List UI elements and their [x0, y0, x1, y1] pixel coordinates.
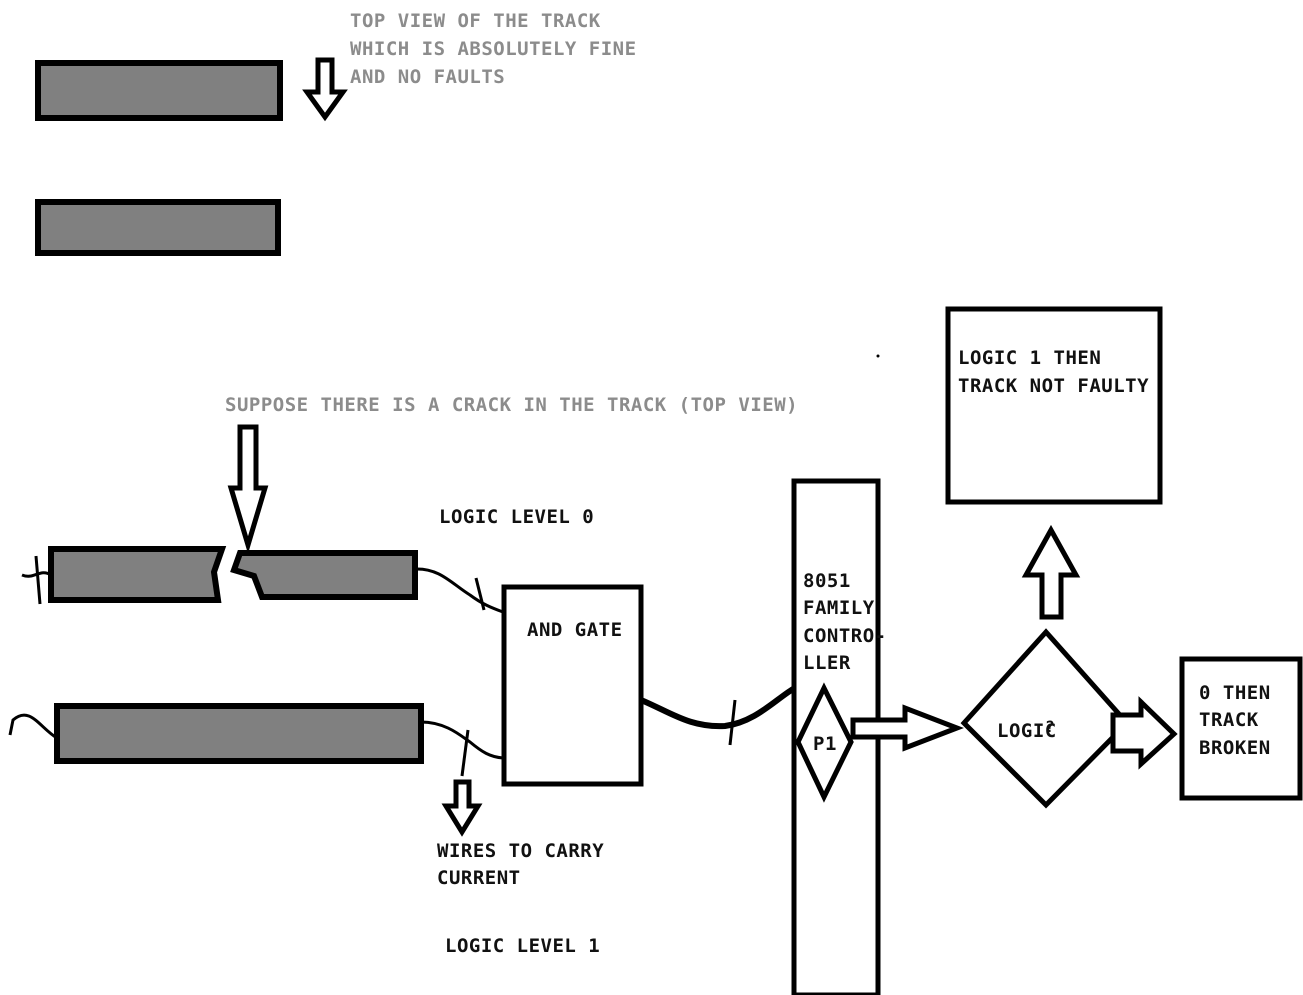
and-gate-output-wire [639, 686, 795, 730]
output-wire-kink [728, 699, 737, 746]
port-p1-diamond [795, 682, 854, 803]
top-view-label-line-2: WHICH IS ABSOLUTELY FINE [350, 38, 637, 60]
outcome-broken-box [1179, 656, 1303, 801]
outcome-not-faulty-line-2: TRACK NOT FAULTY [958, 375, 1149, 397]
healthy-track-rail-2 [35, 199, 281, 256]
wire-left-stub [34, 555, 42, 605]
wire-to-and-gate-bottom [420, 720, 504, 760]
outcome-not-faulty-line-1: LOGIC 1 THEN [958, 347, 1101, 369]
outcome-broken-line-2: TRACK [1199, 709, 1259, 731]
wire-to-and-gate-top [414, 567, 504, 614]
up-arrow-icon [1021, 524, 1081, 620]
cracked-rail-left-piece [48, 546, 227, 603]
logic-decision-diamond [960, 628, 1131, 809]
port-p1-label: P1 [813, 733, 837, 755]
intact-rail [54, 703, 424, 764]
controller-label-line-2: FAMILY [803, 597, 875, 619]
controller-label-line-1: 8051 [803, 570, 851, 592]
logic-level-1-label: LOGIC LEVEL 1 [445, 935, 600, 957]
and-gate-box [501, 584, 644, 787]
wire-left-end-bottom [8, 713, 58, 740]
top-view-label-line-1: TOP VIEW OF THE TRACK [350, 10, 601, 32]
outcome-broken-line-1: 0 THEN [1199, 682, 1271, 704]
decision-label: LOGIC [997, 720, 1057, 742]
stray-dot [876, 354, 880, 358]
outcome-broken-line-3: BROKEN [1199, 737, 1271, 759]
right-arrow-icon [850, 704, 964, 752]
controller-label-line-4: LLER [803, 652, 851, 674]
crack-label: SUPPOSE THERE IS A CRACK IN THE TRACK (T… [225, 394, 798, 416]
wires-label-line-1: WIRES TO CARRY [437, 840, 604, 862]
crack-pointer-arrow-icon [227, 424, 269, 554]
healthy-track-rail-1 [35, 60, 283, 121]
decision-question-mark: ? [1045, 717, 1055, 736]
logic-level-0-label: LOGIC LEVEL 0 [439, 506, 594, 528]
wires-down-arrow-icon [441, 779, 483, 837]
and-gate-label: AND GATE [527, 619, 623, 641]
controller-label-line-3: CONTRO- [803, 625, 887, 647]
wires-label-line-2: CURRENT [437, 867, 521, 889]
down-arrow-icon [302, 57, 348, 122]
wire-kink-top [474, 577, 486, 611]
cracked-rail-right-piece [230, 550, 418, 600]
wire-kink-bottom [460, 729, 470, 777]
right-arrow-to-broken-icon [1110, 696, 1178, 770]
outcome-not-faulty-box [945, 306, 1163, 505]
top-view-label-line-3: AND NO FAULTS [350, 66, 505, 88]
